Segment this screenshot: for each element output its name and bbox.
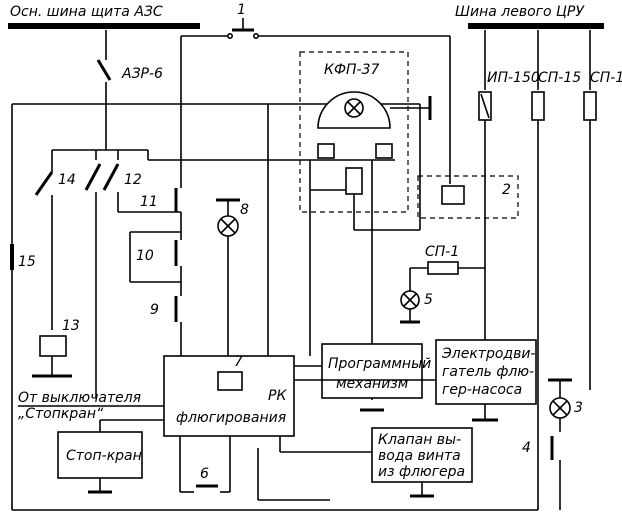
sp15-label: СП-15 xyxy=(538,70,581,86)
switch-12b xyxy=(102,163,120,191)
stopkran-box xyxy=(57,431,143,479)
contact xyxy=(253,32,260,39)
ip150-label: ИП-150 xyxy=(487,70,540,86)
sp1-label: СП-1 xyxy=(590,70,622,86)
fuse-sp15 xyxy=(531,91,545,121)
motor-box xyxy=(435,339,537,405)
azr6-label: АЗР-6 xyxy=(121,66,163,82)
program-mechanism-box xyxy=(321,343,423,399)
sp1-mid-label: СП-1 xyxy=(425,244,459,260)
motor-line-1: Электродви- xyxy=(441,346,535,362)
label-14: 14 xyxy=(58,172,76,188)
label-12: 12 xyxy=(124,172,142,188)
label-11: 11 xyxy=(140,194,158,210)
label-9: 9 xyxy=(150,302,159,318)
label-3: 3 xyxy=(574,400,583,416)
azr6-breaker xyxy=(96,59,112,81)
label-2: 2 xyxy=(502,182,511,198)
kfp37-box xyxy=(299,51,409,213)
rk-line-2: флюгирования xyxy=(176,410,286,426)
label-15: 15 xyxy=(18,254,36,270)
left-cru-bus-label: Шина левого ЦРУ xyxy=(455,4,585,20)
label-5: 5 xyxy=(424,292,433,308)
switch-12a xyxy=(84,163,102,191)
fuse-sp1-mid xyxy=(427,261,459,275)
label-7: 7 xyxy=(234,354,243,370)
label-4: 4 xyxy=(522,440,531,456)
relay-7 xyxy=(217,371,243,391)
kfp37-label: КФП-37 xyxy=(324,62,379,78)
kfp-lamp-mark xyxy=(347,101,361,115)
relay-2-coil xyxy=(441,185,465,205)
label-6: 6 xyxy=(200,466,209,482)
contact xyxy=(227,32,234,39)
rk-box xyxy=(163,355,295,437)
valve-line-1: Клапан вы- xyxy=(378,432,461,448)
label-10: 10 xyxy=(136,248,154,264)
switch-source-line-2: „Стопкран“ xyxy=(18,406,104,422)
switch-14 xyxy=(34,171,54,196)
valve-line-2: вода винта xyxy=(378,448,461,464)
relay-13 xyxy=(39,335,67,357)
program-line-1: Программный xyxy=(328,356,431,372)
switch-source-line-1: От выключателя xyxy=(18,390,141,406)
kfp-contact-l xyxy=(317,143,335,159)
stopkran-label: Стоп-кран xyxy=(66,448,142,464)
label-1: 1 xyxy=(237,2,246,18)
valve-line-3: из флюгера xyxy=(378,464,465,480)
kfp-coil xyxy=(345,167,363,195)
motor-line-2: гатель флю- xyxy=(442,364,534,380)
program-line-2: механизм xyxy=(336,376,409,392)
label-13: 13 xyxy=(62,318,80,334)
kfp-contact-r xyxy=(375,143,393,159)
lamp-mark xyxy=(220,218,236,234)
label-8: 8 xyxy=(240,202,249,218)
lamp-mark xyxy=(552,400,568,416)
lamp-mark xyxy=(403,293,417,307)
fuse-mark xyxy=(480,93,490,119)
rk-line-1: РК xyxy=(268,388,287,404)
main-bus-label: Осн. шина щита АЗС xyxy=(10,4,163,20)
motor-line-3: гер-насоса xyxy=(442,382,522,398)
relay-2-box xyxy=(417,175,519,219)
fuse-sp1 xyxy=(583,91,597,121)
